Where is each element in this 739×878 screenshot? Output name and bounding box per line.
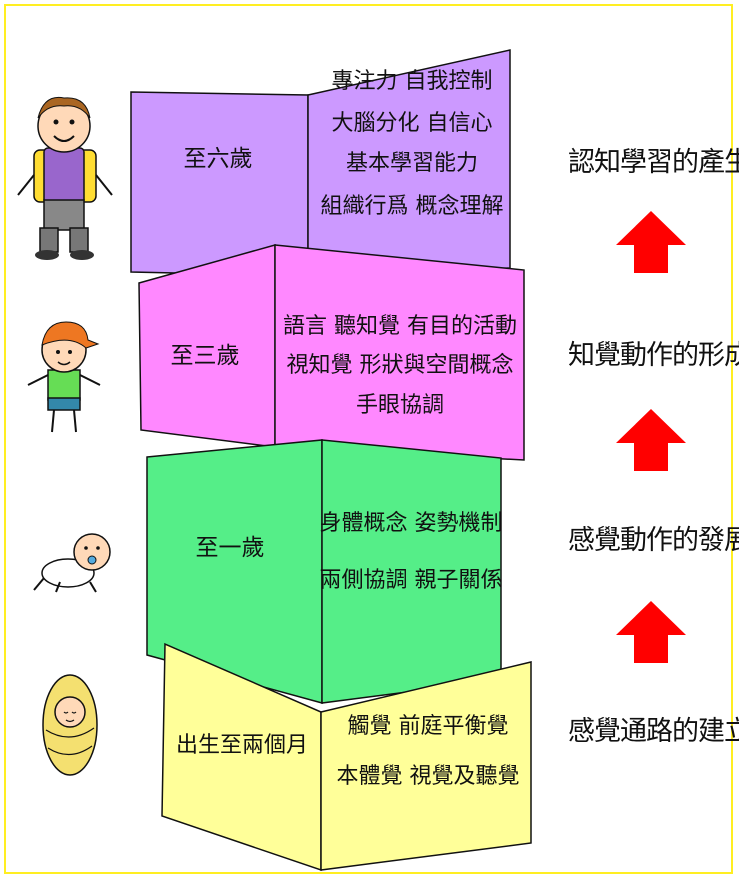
block-newborn: 出生至兩個月 觸覺 前庭平衡覺 本體覺 視覺及聽覺 xyxy=(161,642,532,872)
block-skill-line: 語言 聽知覺 有目的活動 xyxy=(283,314,517,339)
block-skill-line: 身體概念 姿勢機制 xyxy=(320,511,503,536)
up-arrow-icon xyxy=(616,211,686,273)
block-skill-line: 大腦分化 自信心 xyxy=(332,111,493,136)
stage-label: 知覺動作的形成 xyxy=(568,340,739,371)
block-age-label: 至六歲 xyxy=(184,146,253,172)
block-skill-line: 兩側協調 親子關係 xyxy=(320,568,503,593)
up-arrow-icon xyxy=(616,601,686,663)
block-skill-line: 本體覺 視覺及聽覺 xyxy=(337,764,520,789)
block-face-side xyxy=(274,244,525,461)
block-skill-line: 手眼協調 xyxy=(356,393,444,418)
stage-label: 感覺動作的發展 xyxy=(568,525,739,556)
block-age-label: 出生至兩個月 xyxy=(176,733,308,758)
stage-label: 認知學習的產生 xyxy=(568,147,739,178)
block-age-six: 至六歲 專注力 自我控制 大腦分化 自信心 基本學習能力 組織行爲 概念理解 xyxy=(130,49,511,277)
child-icons xyxy=(17,96,113,776)
stage-label: 感覺通路的建立 xyxy=(568,716,739,747)
block-skill-line: 組織行爲 概念理解 xyxy=(321,194,504,219)
swaddled-newborn-icon xyxy=(42,674,98,776)
block-face-side xyxy=(320,661,532,871)
boy-with-backpack-icon xyxy=(17,96,113,260)
block-age-one: 至一歲 身體概念 姿勢機制 兩側協調 親子關係 xyxy=(146,439,503,704)
up-arrow-icon xyxy=(616,409,686,471)
block-age-label: 至三歲 xyxy=(171,343,240,369)
block-skill-line: 視知覺 形狀與空間概念 xyxy=(287,353,514,378)
block-skill-line: 專注力 自我控制 xyxy=(332,69,493,94)
block-skill-line: 觸覺 前庭平衡覺 xyxy=(348,714,509,739)
crawling-baby-icon xyxy=(33,533,111,593)
child-with-cap-icon xyxy=(27,321,101,433)
block-age-three: 至三歲 語言 聽知覺 有目的活動 視知覺 形狀與空間概念 手眼協調 xyxy=(138,244,525,461)
block-age-label: 至一歲 xyxy=(196,535,265,561)
block-skill-line: 基本學習能力 xyxy=(346,151,478,176)
